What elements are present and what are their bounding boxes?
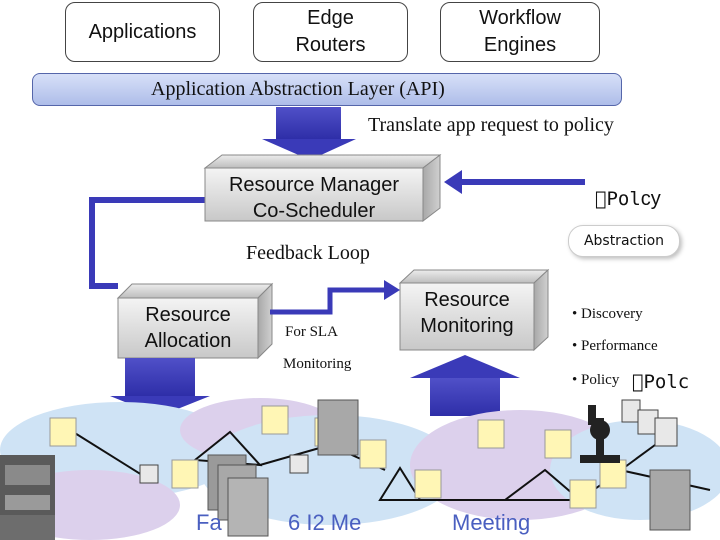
resource-allocation-line1: Resource	[145, 304, 231, 326]
bullet-policy: • Policy	[572, 372, 620, 388]
down-arrow-to-manager	[262, 107, 356, 160]
applications-label: Applications	[88, 20, 197, 43]
microscope-icon	[580, 405, 620, 463]
policy-small-suffix: c	[677, 371, 690, 393]
allocation-to-monitoring-arrow	[270, 280, 400, 315]
resource-manager-line1: Resource Manager	[228, 174, 400, 196]
bullet-performance: • Performance	[572, 338, 658, 354]
feedback-loop-label: Feedback Loop	[246, 242, 370, 264]
monitoring-label: Monitoring	[283, 356, 352, 372]
feedback-loop-left-line	[89, 197, 205, 289]
edge-routers-line2: Routers	[295, 34, 366, 56]
policy-label-suffix: cy	[640, 188, 661, 210]
resource-monitoring-box	[398, 268, 550, 352]
bullet-discovery: • Discovery	[572, 306, 643, 322]
policy-label:  Polcy	[595, 188, 661, 211]
building-photo	[0, 455, 55, 540]
policy-small-text:  Pol	[632, 371, 678, 393]
resource-manager-line2: Co-Scheduler	[252, 200, 376, 222]
policy-label-text:  Pol	[595, 188, 641, 210]
resource-monitoring-label: Resource Monitoring	[400, 287, 534, 339]
workflow-engines-box: Workflow Engines	[440, 2, 600, 62]
for-sla-label: For SLA	[285, 324, 338, 340]
footer-fragment-1: Fa	[196, 510, 222, 535]
workflow-engines-line2: Engines	[483, 34, 557, 56]
allocation-down-arrow	[110, 358, 210, 416]
api-layer-label: Application Abstraction Layer (API)	[151, 78, 445, 100]
resource-allocation-box	[116, 282, 274, 360]
workflow-engines-line1: Workflow	[479, 7, 561, 29]
api-layer-bar: Application Abstraction Layer (API)	[32, 73, 622, 106]
translate-note: Translate app request to policy	[368, 114, 614, 136]
edge-routers-line1: Edge	[307, 7, 354, 29]
database-icon	[139, 399, 678, 484]
footer-fragment-3: Meeting	[452, 510, 531, 535]
policy-small-label:  Polc	[632, 371, 689, 393]
network-nodes	[49, 405, 627, 509]
network-up-arrow	[410, 355, 520, 416]
server-icon	[207, 399, 691, 537]
applications-box: Applications	[65, 2, 220, 62]
policy-to-manager-arrow	[444, 170, 585, 194]
edge-routers-box: Edge Routers	[253, 2, 408, 62]
abstraction-pill: Abstraction	[568, 225, 680, 257]
resource-manager-box	[203, 153, 442, 223]
resource-manager-label: Resource Manager Co-Scheduler	[205, 172, 423, 224]
resource-monitoring-line1: Resource	[424, 289, 510, 311]
footer-fragment-2: 6 I2 Me	[288, 510, 362, 535]
resource-allocation-label: Resource Allocation	[118, 302, 258, 354]
resource-allocation-line2: Allocation	[144, 330, 232, 352]
resource-monitoring-line2: Monitoring	[420, 315, 514, 337]
